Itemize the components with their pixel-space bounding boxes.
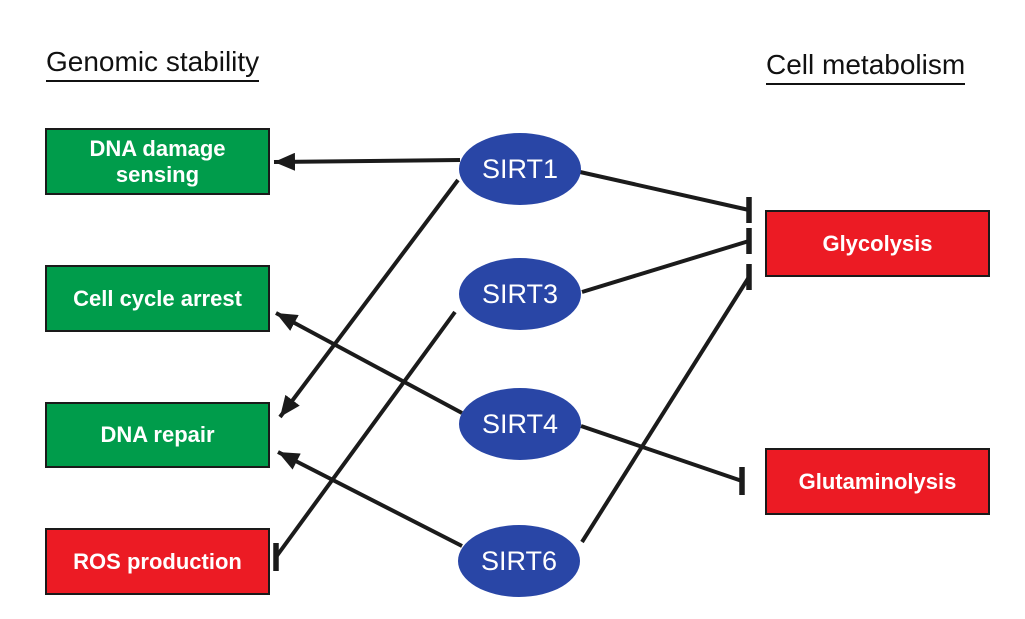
process-box-dna-damage-sensing: DNA damage sensing — [45, 128, 270, 195]
sirtuin-ellipse-sirt3: SIRT3 — [459, 258, 581, 330]
process-label-glycolysis: Glycolysis — [822, 230, 933, 256]
sirtuin-label-sirt6: SIRT6 — [480, 545, 558, 576]
heading-genomic-stability: Genomic stability — [46, 46, 260, 82]
process-label-ros-production: ROS production — [73, 548, 242, 574]
edge-sirt4-cell-cycle-arrest-activates — [275, 311, 463, 415]
sirtuin-label-sirt3: SIRT3 — [481, 278, 559, 309]
edge-sirt4-glutaminolysis-inhibits — [580, 424, 743, 483]
edge-sirt3-ros-production-inhibits — [274, 310, 457, 559]
process-label-cell-cycle-arrest: Cell cycle arrest — [73, 285, 242, 311]
sirtuin-ellipse-sirt1: SIRT1 — [459, 133, 581, 205]
edge-sirt6-dna-repair-activates — [277, 450, 463, 548]
heading-cell-metabolism-text: Cell metabolism — [766, 49, 966, 85]
process-box-cell-cycle-arrest: Cell cycle arrest — [45, 265, 270, 332]
process-box-dna-repair: DNA repair — [45, 402, 270, 468]
edge-sirt1-glycolysis-inhibits — [579, 170, 750, 212]
sirtuin-label-sirt4: SIRT4 — [481, 408, 559, 439]
edge-sirt3-glycolysis-inhibits — [581, 239, 750, 294]
process-box-glycolysis: Glycolysis — [765, 210, 990, 277]
edge-sirt1-dna-repair-activates — [278, 178, 460, 419]
process-label-dna-repair: DNA repair — [100, 422, 215, 448]
heading-genomic-stability-text: Genomic stability — [46, 46, 260, 82]
process-box-glutaminolysis: Glutaminolysis — [765, 448, 990, 515]
sirtuin-ellipse-sirt6: SIRT6 — [458, 525, 580, 597]
sirtuin-label-sirt1: SIRT1 — [481, 153, 559, 184]
process-label-glutaminolysis: Glutaminolysis — [798, 468, 957, 494]
edge-sirt6-glycolysis-inhibits — [580, 275, 751, 544]
process-box-ros-production: ROS production — [45, 528, 270, 595]
heading-cell-metabolism: Cell metabolism — [766, 49, 966, 85]
process-label-dna-damage-sensing: DNA damage sensing — [89, 135, 226, 187]
edge-sirt1-dna-damage-sensing-activates — [273, 152, 461, 171]
sirtuin-ellipse-sirt4: SIRT4 — [459, 388, 581, 460]
